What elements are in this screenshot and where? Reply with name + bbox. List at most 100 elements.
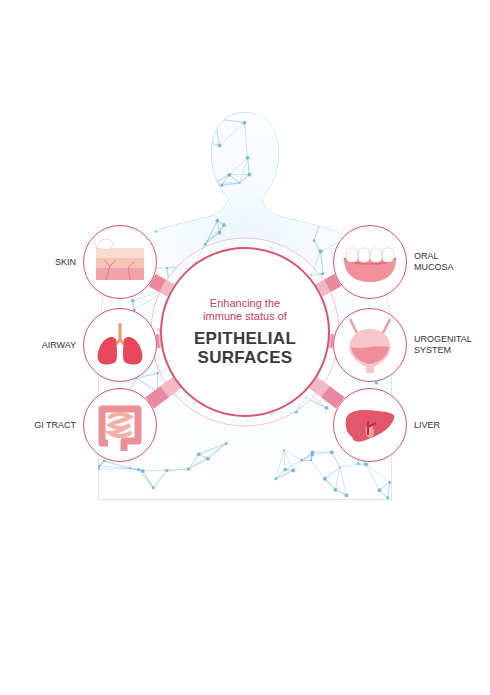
mesh-line	[311, 460, 325, 479]
mesh-dot	[97, 465, 100, 468]
mesh-line	[101, 163, 109, 207]
mesh-line	[355, 202, 357, 216]
mesh-line	[203, 118, 215, 140]
organ-circle: UROGENITAL SYSTEM	[333, 308, 407, 382]
mesh-line	[143, 140, 154, 162]
mesh-line	[321, 251, 323, 273]
bladder-liquid	[351, 346, 389, 364]
mesh-line	[361, 124, 366, 131]
mesh-line	[99, 112, 123, 113]
mesh-line	[322, 204, 338, 217]
mesh-dot	[311, 453, 314, 456]
skin-layer	[96, 268, 144, 280]
mesh-line	[98, 161, 108, 163]
mesh-line	[214, 175, 229, 183]
mesh-dot	[181, 190, 185, 194]
mesh-dot	[120, 150, 124, 154]
mesh-line	[248, 158, 250, 175]
mesh-dot	[305, 207, 307, 209]
mesh-line	[356, 124, 361, 155]
liver-icon	[346, 410, 395, 442]
mesh-line	[279, 166, 284, 200]
mesh-dot	[166, 267, 168, 269]
mesh-line	[325, 467, 340, 479]
mesh-line	[215, 118, 245, 122]
mesh-line	[122, 140, 144, 152]
mesh-line	[366, 464, 390, 482]
skin-layer	[96, 258, 144, 268]
mesh-dot	[345, 493, 349, 497]
mesh-dot	[141, 469, 145, 473]
mesh-dot	[339, 466, 341, 468]
tooth	[371, 248, 382, 262]
mesh-dot	[375, 381, 378, 384]
mesh-dot	[218, 231, 222, 235]
mesh-dot	[283, 468, 287, 472]
mesh-line	[368, 188, 391, 196]
tooth	[347, 248, 358, 262]
organ-circle: ORAL MUCOSA	[333, 225, 407, 299]
mesh-line	[340, 464, 358, 467]
mesh-line	[319, 151, 333, 160]
mesh-dot	[269, 198, 273, 202]
mesh-dot	[247, 173, 251, 177]
mesh-line	[229, 174, 249, 175]
mesh-line	[208, 443, 226, 458]
mesh-dot	[323, 477, 327, 481]
mesh-dot	[96, 159, 100, 163]
skin-icon	[96, 239, 144, 280]
mesh-line	[143, 203, 159, 226]
mesh-dot	[359, 123, 363, 127]
mesh-line	[361, 120, 380, 125]
mesh-line	[279, 201, 301, 203]
mesh-line	[176, 192, 183, 197]
mesh-line	[357, 188, 368, 202]
mesh-line	[338, 204, 355, 215]
connector-core	[157, 334, 159, 348]
mesh-dot	[107, 161, 111, 165]
large-intestine	[102, 409, 138, 451]
mesh-dot	[207, 240, 209, 242]
organ-icons	[83, 225, 407, 462]
mesh-dot	[367, 187, 369, 189]
mesh-line	[321, 251, 323, 273]
mesh-dot	[174, 195, 178, 199]
mesh-line	[153, 470, 167, 487]
mesh-dot	[215, 219, 219, 223]
mesh-dot	[98, 111, 100, 113]
mesh-line	[222, 175, 229, 185]
mesh-line	[214, 175, 229, 183]
mesh-line	[244, 123, 247, 158]
mesh-line	[98, 152, 121, 161]
mesh-line	[120, 111, 123, 114]
mesh-dot	[157, 201, 160, 204]
mesh-line	[176, 197, 183, 202]
mesh-line	[314, 217, 322, 240]
mesh-line	[116, 193, 149, 200]
mesh-line	[365, 131, 390, 139]
mesh-line	[203, 141, 219, 146]
mesh-line	[365, 120, 380, 132]
subtitle-text: Enhancing the immune status of	[193, 297, 297, 323]
mesh-dot	[354, 154, 357, 157]
mesh-line	[136, 378, 157, 392]
mesh-dot	[389, 138, 392, 141]
mesh-dot	[152, 486, 155, 489]
bladder-wall	[350, 329, 391, 373]
mesh-dot	[281, 115, 284, 118]
mesh-dot	[388, 481, 391, 484]
skin-flake	[96, 239, 114, 250]
mesh-line	[199, 443, 227, 454]
mesh-line	[380, 120, 390, 140]
mesh-line	[188, 454, 198, 469]
mesh-line	[240, 158, 248, 183]
mesh-dot	[239, 182, 241, 184]
mesh-dot	[153, 161, 155, 163]
outer-ring	[151, 238, 339, 426]
lungs-icon	[98, 323, 143, 365]
mesh-line	[278, 200, 280, 202]
mesh-dot	[100, 206, 102, 208]
hepatic-vessel	[368, 421, 376, 435]
organ-circle: AIRWAY	[83, 308, 157, 382]
